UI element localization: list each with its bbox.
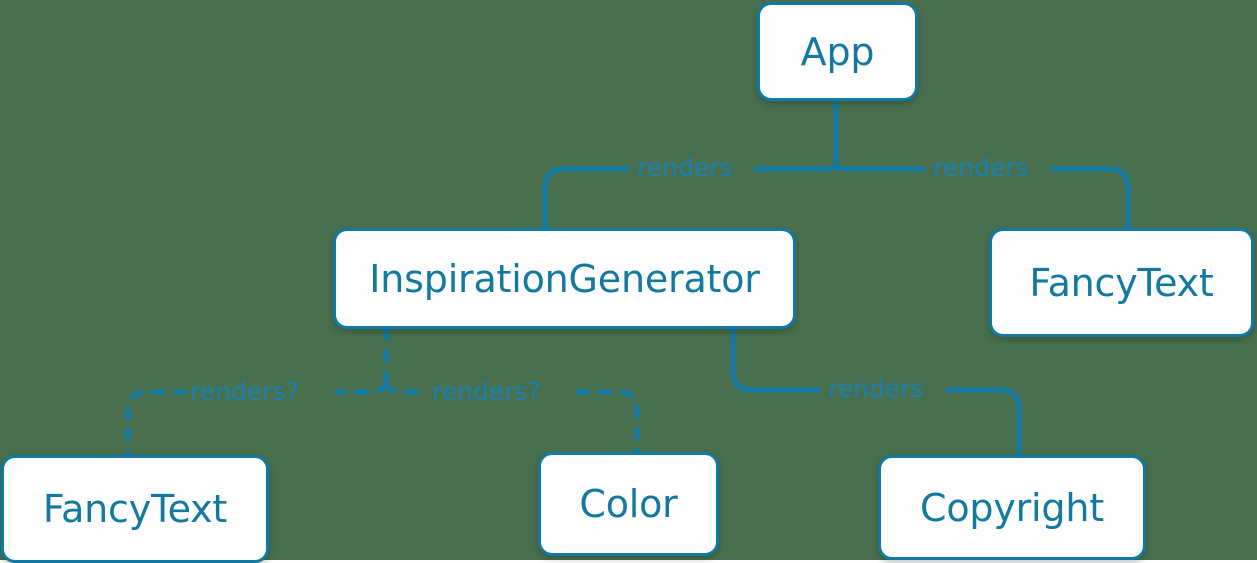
edge-inspiration-to-fancytext-bottom-b	[125, 389, 188, 458]
node-app[interactable]: App	[757, 2, 918, 101]
node-fancytext-right-label: FancyText	[1029, 260, 1214, 305]
node-fancytext-bottom-label: FancyText	[42, 487, 228, 531]
edge-label-app-to-fancytext: renders	[933, 153, 1029, 182]
edge-label-inspiration-to-fancytext-bottom: renders?	[190, 377, 299, 406]
edge-inspiration-to-copyright-left	[730, 326, 821, 393]
edge-inspiration-to-color-b	[575, 389, 640, 455]
node-fancytext-bottom[interactable]: FancyText	[1, 455, 269, 563]
node-inspiration-generator-label: InspirationGenerator	[369, 256, 760, 301]
edge-app-stem	[785, 98, 839, 172]
node-color[interactable]: Color	[538, 452, 719, 556]
edge-label-inspiration-to-copyright: renders	[828, 374, 924, 403]
node-copyright-label: Copyright	[920, 485, 1104, 530]
node-copyright[interactable]: Copyright	[878, 455, 1146, 560]
node-color-label: Color	[579, 482, 678, 526]
node-fancytext-right[interactable]: FancyText	[989, 228, 1254, 337]
edge-label-app-to-inspiration: renders	[637, 153, 733, 182]
edge-app-to-fancytext-right	[1050, 166, 1131, 231]
edge-inspiration-to-fancytext-bottom-a	[334, 382, 389, 395]
node-app-label: App	[800, 29, 875, 74]
edge-app-to-inspiration-left	[542, 166, 630, 231]
edge-inspiration-to-color-a	[383, 382, 429, 395]
edge-app-stem-right	[833, 159, 887, 172]
edge-inspiration-to-copyright-right	[945, 387, 1022, 458]
node-inspiration-generator[interactable]: InspirationGenerator	[333, 228, 796, 329]
edge-label-inspiration-to-color: renders?	[432, 377, 541, 406]
